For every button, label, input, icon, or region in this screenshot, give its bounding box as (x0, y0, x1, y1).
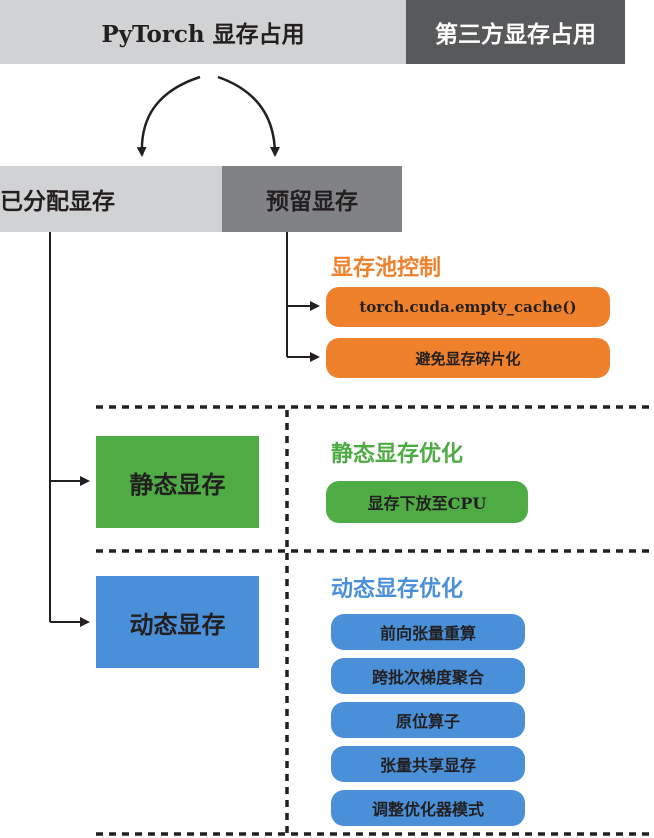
allocated-memory: 已分配显存 (0, 166, 222, 232)
dynamic-optimization-title: 动态显存优化 (331, 576, 464, 602)
pool-item-empty-cache: torch.cuda.empty_cache() (326, 287, 610, 327)
static-item-offload-cpu: 显存下放至CPU (326, 481, 528, 523)
dynamic-item-recompute: 前向张量重算 (331, 614, 525, 650)
split-arrow-left (136, 75, 201, 157)
static-optimization-title: 静态显存优化 (331, 441, 464, 467)
third-party-memory-usage: 第三方显存占用 (406, 0, 625, 64)
reserved-memory: 预留显存 (222, 166, 402, 232)
dynamic-item-inplace-ops: 原位算子 (331, 702, 525, 738)
dynamic-item-grad-accumulation: 跨批次梯度聚合 (331, 658, 525, 694)
split-arrow-right (217, 75, 280, 157)
pool-item-avoid-fragmentation: 避免显存碎片化 (326, 338, 610, 378)
pytorch-memory-usage: PyTorch 显存占用 (0, 0, 406, 64)
dynamic-memory: 动态显存 (96, 576, 259, 668)
static-memory: 静态显存 (96, 436, 259, 528)
pool-control-title: 显存池控制 (331, 255, 442, 281)
dynamic-item-tensor-sharing: 张量共享显存 (331, 746, 525, 782)
dynamic-item-optimizer-mode: 调整优化器模式 (331, 790, 525, 826)
